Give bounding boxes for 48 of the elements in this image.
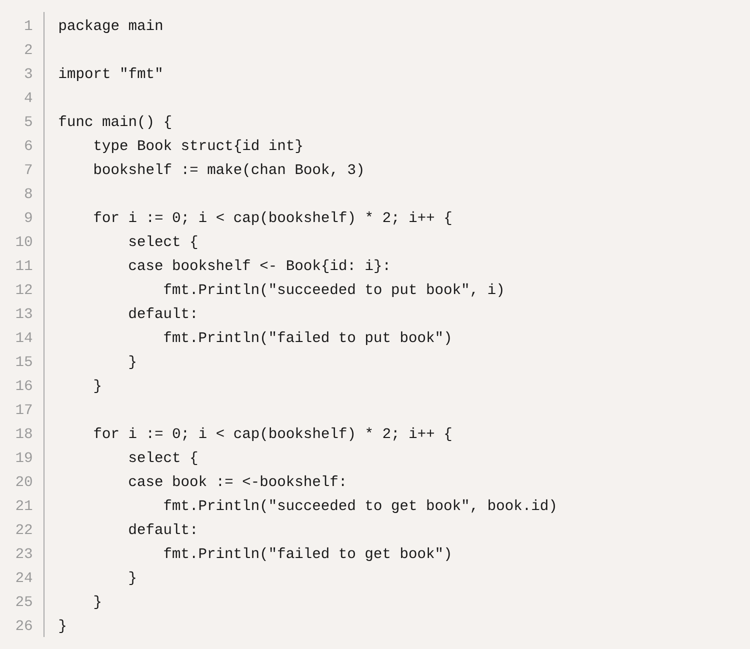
- line-number: 17: [16, 404, 32, 414]
- line-number: 12: [16, 284, 32, 294]
- code-line: }: [59, 619, 66, 634]
- code-line: default:: [129, 523, 195, 534]
- line-number: 18: [16, 428, 32, 438]
- code-line: fmt.Println("succeeded to get book", book.id): [164, 499, 555, 514]
- code-line: }: [129, 355, 136, 370]
- line-number: 14: [16, 332, 32, 342]
- code-line: select {: [129, 451, 198, 466]
- line-number: 19: [16, 452, 32, 462]
- code-line: import "fmt": [59, 67, 162, 82]
- line-number: 26: [16, 620, 32, 630]
- line-number: 3: [24, 68, 32, 78]
- line-number: 1: [25, 20, 32, 30]
- code-line: fmt.Println("failed to get book"): [164, 547, 450, 562]
- line-number: 2: [25, 44, 32, 54]
- line-number: 22: [16, 524, 32, 534]
- line-number: 6: [25, 140, 32, 150]
- line-number: 15: [16, 356, 32, 366]
- line-number: 9: [25, 212, 32, 222]
- line-number: 11: [16, 260, 32, 270]
- line-number: 25: [16, 596, 32, 606]
- line-number: 23: [16, 548, 32, 558]
- line-number: 7: [25, 164, 32, 174]
- code-line: fmt.Println("failed to put book"): [164, 331, 450, 346]
- line-number: 4: [24, 92, 32, 102]
- code-line: fmt.Println("succeeded to put book", i): [164, 283, 502, 298]
- code-line: select {: [129, 235, 198, 250]
- code-line: default:: [129, 307, 195, 318]
- line-number: 24: [16, 572, 32, 582]
- code-line: case bookshelf <- Book{id: i}:: [129, 259, 388, 274]
- line-number: 21: [16, 500, 32, 510]
- line-number: 10: [16, 236, 32, 246]
- code-line: package main: [60, 19, 162, 34]
- code-line: }: [129, 571, 136, 586]
- line-number: 8: [25, 188, 32, 198]
- code-line: }: [94, 595, 100, 610]
- line-number: 20: [16, 476, 32, 486]
- code-line: case book := <-bookshelf:: [129, 475, 344, 486]
- code-line: for i := 0; i < cap(bookshelf) * 2; i++ {: [94, 211, 452, 226]
- code-line: func main() {: [59, 115, 171, 130]
- line-number: 5: [24, 116, 32, 126]
- code-line: type Book struct{id int}: [94, 139, 302, 154]
- code-line: }: [94, 379, 100, 394]
- line-number: 16: [16, 380, 32, 390]
- code-line: for i := 0; i < cap(bookshelf) * 2; i++ {: [94, 427, 452, 442]
- line-number: 13: [16, 308, 32, 318]
- code-line: bookshelf := make(chan Book, 3): [94, 163, 362, 178]
